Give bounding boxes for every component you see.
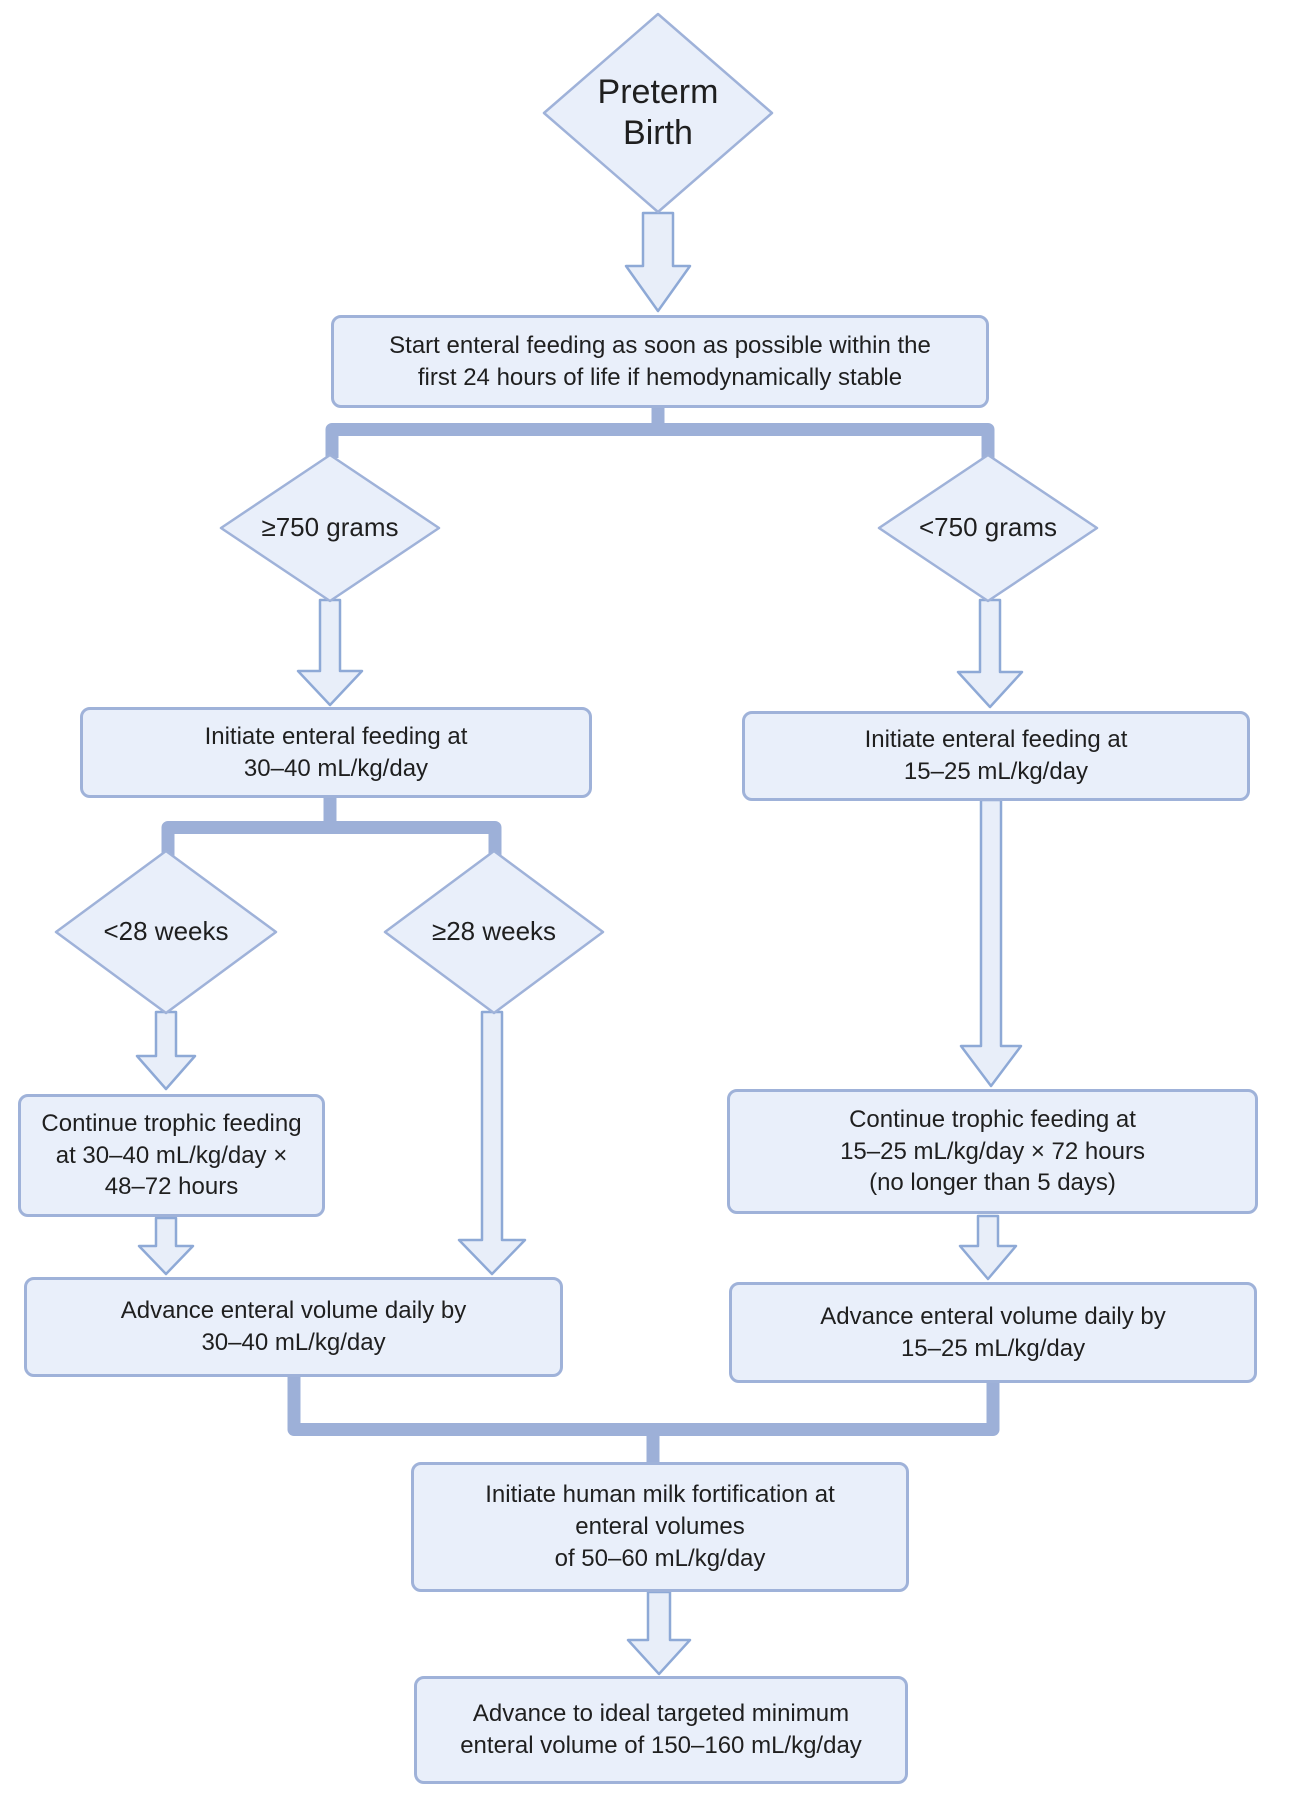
weight-ge-750-diamond [219,453,441,603]
initiate-30-40-box: Initiate enteral feeding at 30–40 mL/kg/… [80,707,592,798]
arrow-trophic-to-advance-right [958,1214,1018,1281]
arrow-lt28-to-trophic [135,1010,197,1091]
weight-ge-750-label: ≥750 grams [261,512,399,543]
preterm-birth-label: Preterm Birth [597,73,719,152]
connector-split-weeks [161,794,502,856]
advance-15-25-box: Advance enteral volume daily by 15–25 mL… [729,1282,1257,1383]
weight-lt-750-label: <750 grams [918,512,1058,543]
initiate-15-25-box: Initiate enteral feeding at 15–25 mL/kg/… [742,711,1250,801]
arrow-lt750-to-initiate [956,598,1024,709]
trophic-30-40-box: Continue trophic feeding at 30–40 mL/kg/… [18,1094,325,1217]
age-lt-28-label: <28 weeks [103,916,229,947]
connector-merge [287,1374,1000,1466]
arrow-trophic-to-advance-left [137,1216,195,1276]
arrow-fortification-to-target [626,1590,692,1676]
connector-split-weight [325,404,995,458]
arrow-preterm-to-start [624,211,692,313]
age-lt-28-diamond [54,849,278,1015]
preterm-birth-diamond [542,12,774,214]
advance-30-40-box: Advance enteral volume daily by 30–40 mL… [24,1277,563,1377]
target-volume-box: Advance to ideal targeted minimum entera… [414,1676,908,1784]
arrow-ge28-to-advance [457,1010,527,1276]
arrow-initiate-to-trophic-right [959,798,1023,1088]
start-feeding-box: Start enteral feeding as soon as possibl… [331,315,989,408]
age-ge-28-diamond [383,849,605,1015]
weight-lt-750-diamond [877,453,1099,603]
arrow-ge750-to-initiate [296,598,364,707]
fortification-box: Initiate human milk fortification at ent… [411,1462,909,1592]
trophic-15-25-box: Continue trophic feeding at 15–25 mL/kg/… [727,1089,1258,1214]
age-ge-28-label: ≥28 weeks [431,916,557,947]
